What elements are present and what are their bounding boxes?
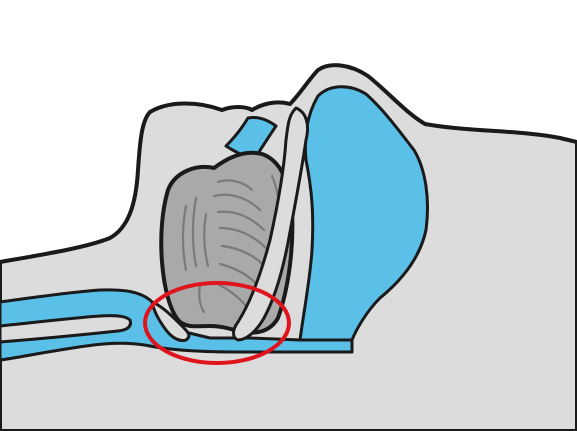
nasal-airway [298,85,429,342]
lower-jaw-edge [150,300,191,342]
throat-airway [0,288,354,362]
airway-collapse-highlight [143,281,291,365]
trachea-wall [0,314,132,344]
soft-palate [232,106,310,342]
